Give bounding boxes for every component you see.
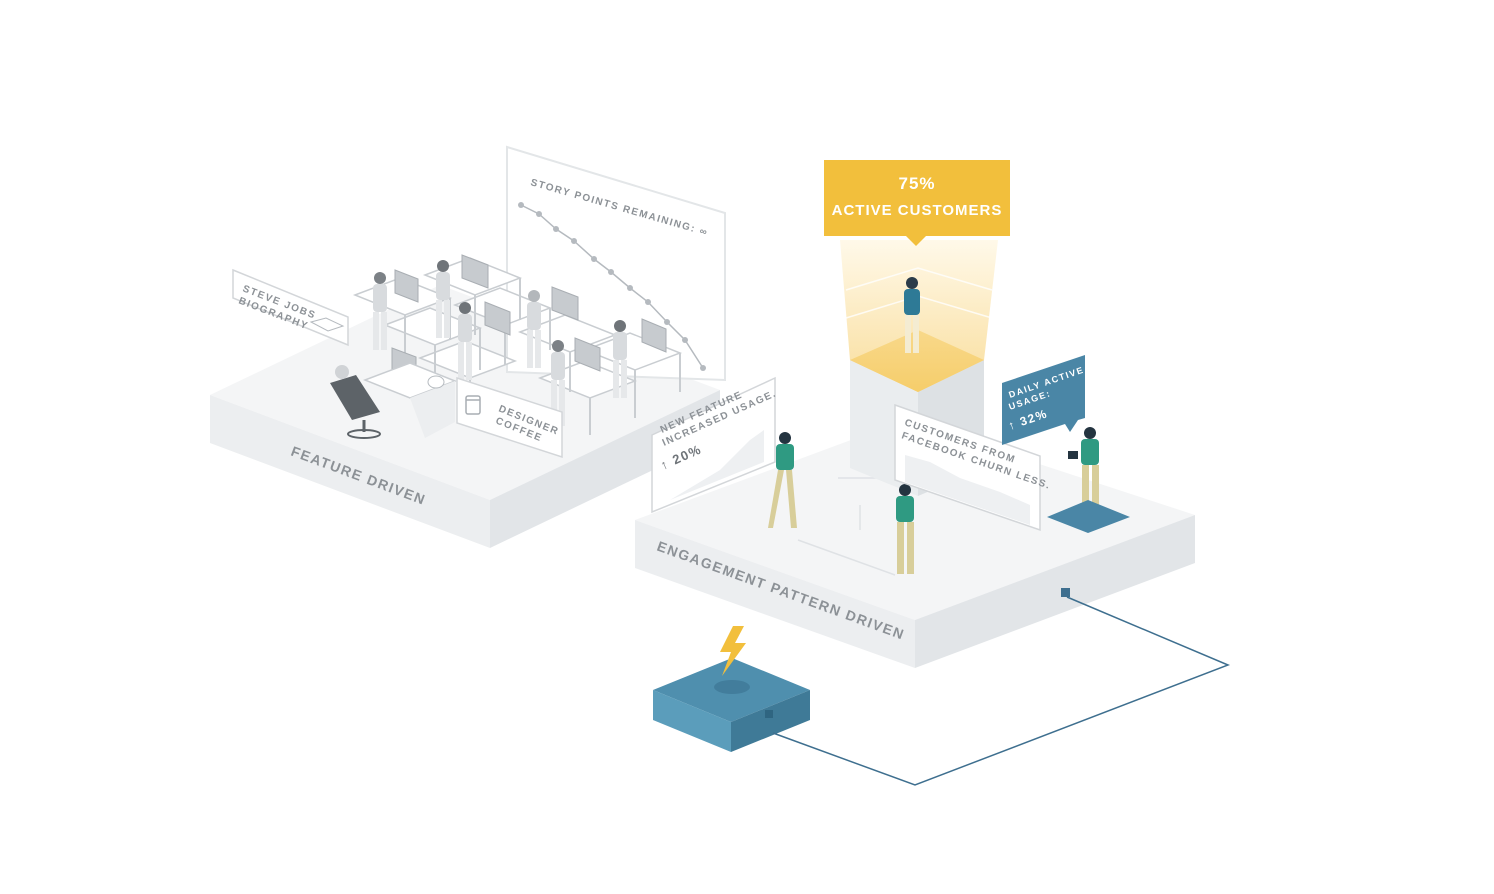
power-socket-icon — [1061, 588, 1070, 597]
customer-facebook — [896, 484, 914, 574]
designer-coffee-card: DESIGNER COFFEE — [456, 376, 563, 459]
power-cable — [772, 596, 1231, 786]
customer-on-pedestal — [904, 277, 920, 353]
active-customers-label: ACTIVE CUSTOMERS — [831, 202, 1003, 219]
reclined-chair — [330, 375, 380, 420]
story-points-dots — [518, 202, 706, 371]
lightning-bolt-icon — [720, 626, 746, 676]
steve-jobs-biography-card: STEVE JOBS BIOGRAPHY — [232, 268, 349, 347]
active-customers-value: 75% — [898, 174, 936, 193]
boss-desk — [330, 362, 458, 439]
customer-new-feature — [768, 432, 797, 528]
customer-daily-active — [1068, 427, 1099, 517]
book-icon — [309, 317, 345, 332]
tablet-icon — [1068, 451, 1078, 459]
office-monitors — [391, 254, 667, 381]
active-customers-callout: 75% ACTIVE CUSTOMERS — [824, 160, 1010, 246]
office-workers — [373, 260, 627, 426]
engaged-customers — [768, 277, 1099, 574]
daily-active-callout: DAILY ACTIVE USAGE: ↑ 32% — [1002, 355, 1086, 445]
office-desk-legs — [404, 278, 681, 435]
power-box-icon — [653, 658, 810, 752]
daily-active-floor-tile — [1047, 500, 1130, 533]
coffee-cup-icon — [465, 395, 481, 415]
